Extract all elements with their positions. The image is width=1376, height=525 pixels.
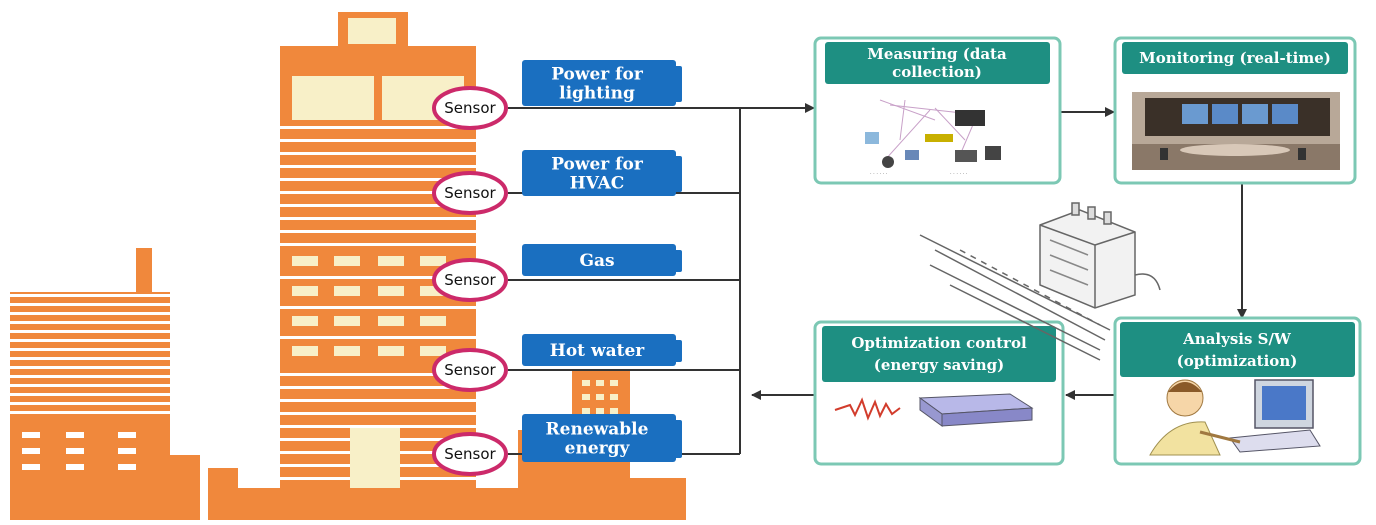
monitoring-box: Monitoring (real-time) — [1113, 36, 1357, 185]
resource-tag-line: Power for — [551, 155, 644, 175]
resource-tag-line: Power for — [551, 65, 644, 85]
sensor-label: Sensor — [444, 99, 496, 117]
measuring-title-line-1: Measuring (data — [867, 45, 1007, 63]
resource-tag-line: energy — [565, 439, 631, 459]
resource-tag-tab — [672, 250, 682, 272]
resource-tag-line: lighting — [559, 84, 635, 104]
sensor-row-4: Sensor Hot water — [432, 334, 682, 392]
analysis-title-line-1: Analysis S/W — [1182, 330, 1292, 348]
resource-tag — [522, 414, 676, 462]
sensor-label: Sensor — [444, 361, 496, 379]
resource-tag-line: Gas — [579, 251, 614, 271]
svg-text:· · · · · ·: · · · · · · — [950, 171, 968, 177]
resource-tag — [522, 150, 676, 196]
substation-sketch — [919, 202, 1161, 361]
resource-tag — [522, 334, 676, 366]
sensor-label: Sensor — [444, 184, 496, 202]
sensor-badge — [432, 171, 508, 215]
resource-tag-tab — [672, 420, 682, 458]
resource-tag-tab — [672, 340, 682, 362]
flow-arrows — [740, 103, 1247, 400]
resource-tag — [522, 60, 676, 106]
sensor-badge — [432, 258, 508, 302]
sensor-row-3: Sensor Gas — [432, 244, 682, 302]
resource-tag — [522, 244, 676, 276]
person-computer-icon — [1149, 379, 1321, 456]
optimization-title-line-1: Optimization control — [851, 334, 1027, 352]
measuring-title-line-2: collection) — [892, 63, 982, 81]
sensor-badge — [432, 432, 508, 476]
sensor-label: Sensor — [444, 445, 496, 463]
analysis-box: Analysis S/W (optimization) — [1113, 316, 1362, 466]
resource-tag-line: Renewable — [546, 420, 649, 440]
measuring-box: Measuring (data collection) · · · · · · … — [813, 36, 1062, 185]
resource-tag-line: Hot water — [550, 341, 645, 361]
controller-device-icon — [834, 393, 1034, 427]
analysis-title-line-2: (optimization) — [1177, 352, 1298, 370]
optimization-box: Optimization control (energy saving) — [813, 320, 1065, 466]
network-diagram-icon: · · · · · · · · · · · · — [865, 99, 1001, 177]
resource-tag-tab — [672, 66, 682, 102]
optimization-title-line-2: (energy saving) — [874, 356, 1005, 374]
svg-text:· · · · · ·: · · · · · · — [870, 171, 888, 177]
control-room-icon — [1132, 92, 1340, 170]
monitoring-title: Monitoring (real-time) — [1139, 49, 1331, 67]
sensor-badge — [432, 348, 508, 392]
sensor-label: Sensor — [444, 271, 496, 289]
resource-tag-tab — [672, 156, 682, 192]
left-building — [10, 248, 278, 520]
sensor-badge — [432, 86, 508, 130]
resource-tag-line: HVAC — [570, 174, 625, 194]
